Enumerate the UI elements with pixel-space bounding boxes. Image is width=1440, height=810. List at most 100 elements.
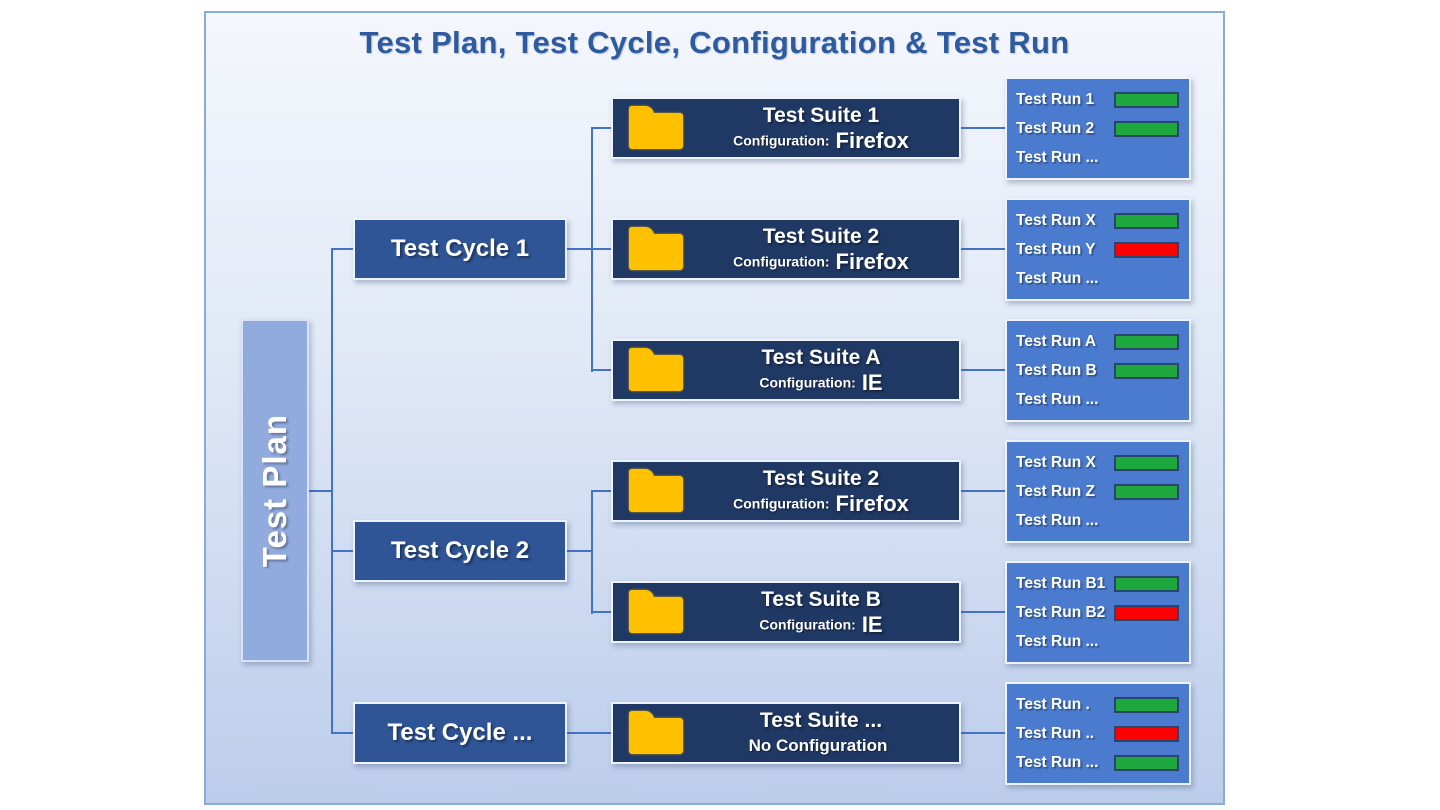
test-suite-2b-node: Test Suite 2 Configuration:Firefox	[611, 460, 961, 522]
test-cycle-label: Test Cycle 1	[390, 235, 530, 262]
test-cycle-1-node: Test Cycle 1	[353, 218, 567, 280]
test-run-label: Test Run 1	[1016, 90, 1095, 108]
connector-suite1-panel	[961, 127, 1005, 129]
status-bar	[1114, 91, 1179, 108]
status-bar	[1114, 575, 1179, 592]
test-run-label: Test Run ...	[1016, 269, 1099, 287]
connector-suiteA-panel	[961, 369, 1005, 371]
test-run-row: Test Run B2	[1016, 600, 1179, 626]
test-run-row: Test Run 1	[1016, 87, 1179, 113]
test-run-label: Test Run Y	[1016, 240, 1096, 258]
connector-cycle2-out	[567, 550, 591, 552]
test-plan-node: Test Plan	[241, 319, 309, 662]
test-cycle-2-node: Test Cycle 2	[353, 520, 567, 582]
config-value: Firefox	[835, 491, 909, 516]
connector-cycle1-out	[567, 248, 591, 250]
connector-branch-suite2b	[591, 490, 611, 492]
connector-branch-suite2	[591, 248, 611, 250]
connector-suiteB-panel	[961, 611, 1005, 613]
status-bar	[1114, 483, 1179, 500]
connector-branch-cycle2	[331, 550, 353, 552]
test-suite-etc-node: Test Suite ... No Configuration	[611, 702, 961, 764]
status-bar	[1114, 333, 1179, 350]
test-run-label: Test Run ...	[1016, 632, 1099, 650]
config-label: Configuration:	[759, 616, 856, 633]
suite-title: Test Suite 2	[762, 224, 880, 248]
test-run-panel-3: Test Run A Test Run B Test Run ...	[1005, 319, 1191, 422]
connector-trunk-cycle2	[591, 490, 593, 614]
page-title: Test Plan, Test Cycle, Configuration & T…	[359, 25, 1070, 60]
test-suite-a-node: Test Suite A Configuration:IE	[611, 339, 961, 401]
test-run-row: Test Run B	[1016, 358, 1179, 384]
folder-icon	[629, 226, 683, 270]
status-bar	[1114, 754, 1179, 771]
test-cycle-etc-node: Test Cycle ...	[353, 702, 567, 764]
suite-config: No Configuration	[699, 734, 943, 758]
status-bar	[1114, 362, 1179, 379]
test-run-panel-5: Test Run B1 Test Run B2 Test Run ...	[1005, 561, 1191, 664]
test-run-row: Test Run A	[1016, 329, 1179, 355]
test-run-label: Test Run ...	[1016, 753, 1099, 771]
test-run-row: Test Run ...	[1016, 387, 1179, 413]
connector-branch-cycle1	[331, 248, 353, 250]
suite-config: Configuration:Firefox	[699, 249, 943, 274]
test-run-row: Test Run X	[1016, 208, 1179, 234]
test-run-label: Test Run B	[1016, 361, 1097, 379]
folder-icon	[629, 710, 683, 754]
test-run-panel-4: Test Run X Test Run Z Test Run ...	[1005, 440, 1191, 543]
test-run-label: Test Run ...	[1016, 390, 1099, 408]
test-run-label: Test Run ...	[1016, 511, 1099, 529]
config-label: No Configuration	[748, 735, 888, 755]
status-bar	[1114, 120, 1179, 137]
test-run-panel-2: Test Run X Test Run Y Test Run ...	[1005, 198, 1191, 301]
config-value: IE	[861, 612, 883, 637]
status-bar	[1114, 696, 1179, 713]
test-run-label: Test Run ...	[1016, 148, 1099, 166]
connector-cycle3-suite	[567, 732, 611, 734]
folder-icon	[629, 347, 683, 391]
test-suite-b-node: Test Suite B Configuration: IE	[611, 581, 961, 643]
test-run-row: Test Run ...	[1016, 750, 1179, 776]
suite-title: Test Suite ...	[759, 708, 883, 732]
folder-icon	[629, 468, 683, 512]
status-bar	[1114, 454, 1179, 471]
test-run-label: Test Run A	[1016, 332, 1097, 350]
config-label: Configuration:	[759, 374, 856, 391]
connector-branch-cycle3	[331, 732, 353, 734]
config-value: Firefox	[835, 249, 909, 274]
test-run-label: Test Run B1	[1016, 574, 1106, 592]
connector-branch-suiteA	[591, 369, 611, 371]
test-run-row: Test Run ...	[1016, 508, 1179, 534]
test-run-panel-6: Test Run . Test Run .. Test Run ...	[1005, 682, 1191, 785]
suite-config: Configuration:Firefox	[699, 491, 943, 516]
test-run-row: Test Run ..	[1016, 721, 1179, 747]
suite-title: Test Suite 2	[762, 466, 880, 490]
config-label: Configuration:	[733, 132, 830, 149]
status-bar	[1114, 725, 1179, 742]
test-run-label: Test Run X	[1016, 211, 1096, 229]
connector-suite2b-panel	[961, 490, 1005, 492]
test-run-label: Test Run 2	[1016, 119, 1095, 137]
suite-title: Test Suite 1	[762, 103, 880, 127]
test-run-row: Test Run Z	[1016, 479, 1179, 505]
suite-config: Configuration: IE	[699, 612, 943, 637]
slide-canvas: Test Plan, Test Cycle, Configuration & T…	[204, 11, 1225, 805]
status-bar	[1114, 212, 1179, 229]
folder-icon	[629, 589, 683, 633]
suite-title: Test Suite B	[761, 587, 881, 611]
test-run-row: Test Run 2	[1016, 116, 1179, 142]
test-run-label: Test Run Z	[1016, 482, 1095, 500]
test-run-row: Test Run ...	[1016, 145, 1179, 171]
test-plan-label: Test Plan	[256, 413, 293, 568]
test-suite-2-node: Test Suite 2 Configuration:Firefox	[611, 218, 961, 280]
connector-plan-trunk	[309, 490, 331, 492]
folder-icon	[629, 105, 683, 149]
test-run-row: Test Run ...	[1016, 266, 1179, 292]
test-run-row: Test Run .	[1016, 692, 1179, 718]
test-run-label: Test Run X	[1016, 453, 1096, 471]
connector-branch-suite1	[591, 127, 611, 129]
status-bar	[1114, 241, 1179, 258]
suite-config: Configuration:Firefox	[699, 128, 943, 153]
test-run-row: Test Run ...	[1016, 629, 1179, 655]
connector-suite3-panel	[961, 732, 1005, 734]
